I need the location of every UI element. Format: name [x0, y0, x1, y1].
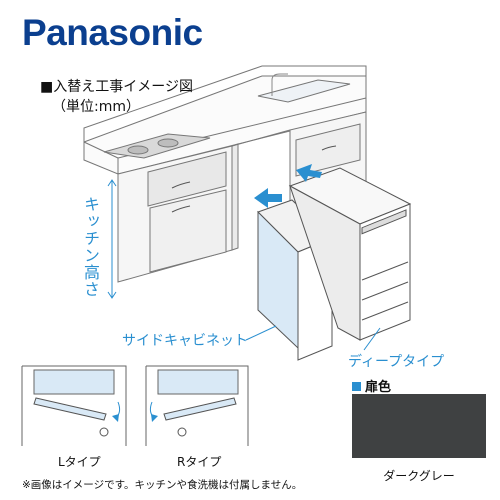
disclaimer-note: ※画像はイメージです。キッチンや食洗機は付属しません。: [22, 479, 303, 491]
r-type-diagram: [145, 365, 249, 446]
r-type-label: Rタイプ: [177, 455, 222, 469]
kitchen-height-label: キッチン高さ: [81, 196, 100, 298]
side-cabinet-label: サイドキャビネット: [122, 333, 248, 349]
door-color-heading: 扉色: [352, 376, 391, 395]
square-bullet-icon: [352, 382, 361, 391]
swatch-name: ダークグレー: [383, 469, 455, 483]
arrow-icon: [254, 188, 282, 208]
door-color-heading-text: 扉色: [365, 380, 392, 395]
diagram-unit: （単位:mm）: [52, 99, 140, 115]
brand-logo: Panasonic: [22, 12, 203, 53]
arrow-icon: [296, 164, 322, 182]
diagram-title: ■入替え工事イメージ図: [40, 79, 193, 95]
sink: [257, 79, 351, 103]
l-type-label: Lタイプ: [58, 455, 101, 469]
l-type-diagram: [21, 365, 127, 446]
faucet: [271, 73, 288, 96]
color-swatch: [352, 394, 486, 458]
deep-type-label: ディープタイプ: [348, 354, 445, 370]
